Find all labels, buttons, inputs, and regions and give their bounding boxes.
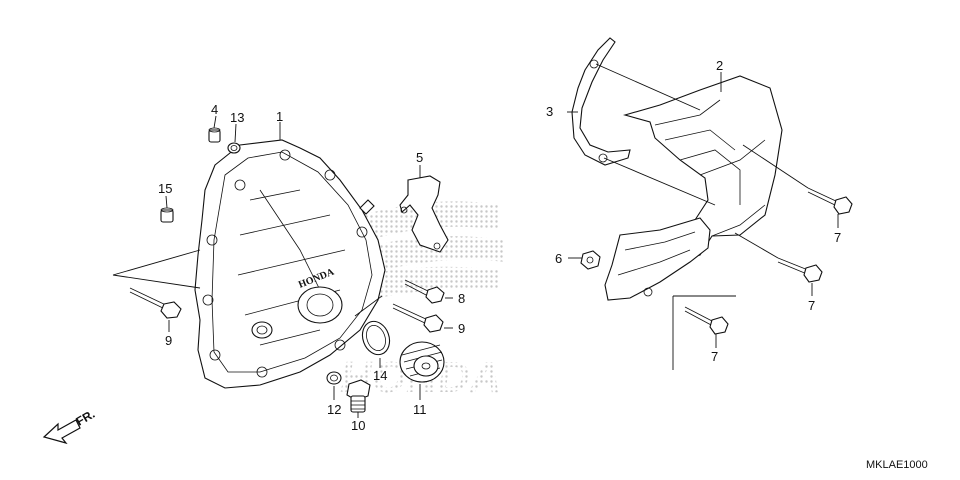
callout-10: 10 <box>351 418 365 433</box>
part-14-o-ring <box>361 320 391 356</box>
callout-13: 13 <box>230 110 244 125</box>
leader-lines <box>112 63 839 418</box>
callout-9-left: 9 <box>165 333 172 348</box>
callout-5: 5 <box>416 150 423 165</box>
callout-4: 4 <box>211 102 218 117</box>
part-13-o-ring <box>227 142 241 154</box>
callout-8: 8 <box>458 291 465 306</box>
callout-3: 3 <box>546 104 553 119</box>
callout-6: 6 <box>555 251 562 266</box>
part-7-bolt-b <box>777 257 823 283</box>
callout-12: 12 <box>327 402 341 417</box>
callout-11: 11 <box>413 402 427 417</box>
part-4-dowel <box>208 127 221 143</box>
part-7-bolt-a <box>807 187 853 215</box>
part-11-cap <box>399 341 445 383</box>
callout-9-right: 9 <box>458 321 465 336</box>
part-3-bracket <box>571 37 631 166</box>
callout-15: 15 <box>158 181 172 196</box>
callout-labels: 1 2 3 4 5 6 7 7 7 8 9 9 10 11 12 13 14 1… <box>158 58 841 433</box>
callout-2: 2 <box>716 58 723 73</box>
part-5-bracket <box>399 175 449 253</box>
part-8-bolt <box>404 279 445 304</box>
part-9-bolt-left <box>129 287 182 319</box>
callout-1: 1 <box>276 109 283 124</box>
part-12-washer <box>326 371 342 385</box>
part-6-nut <box>580 250 601 270</box>
part-15-dowel <box>160 207 174 223</box>
part-10-plug <box>346 379 371 413</box>
callout-14: 14 <box>373 368 387 383</box>
diagram-code: MKLAE1000 <box>866 459 928 471</box>
callout-7-a: 7 <box>834 230 841 245</box>
lower-shield <box>604 217 711 301</box>
part-1-side-cover: HONDA <box>194 139 386 389</box>
callout-7-b: 7 <box>808 298 815 313</box>
part-7-bolt-c <box>684 306 729 335</box>
part-2-guard-cover <box>622 75 783 263</box>
callout-7-c: 7 <box>711 349 718 364</box>
front-arrow: FR. <box>42 407 97 445</box>
part-9-bolt-right <box>392 303 444 333</box>
